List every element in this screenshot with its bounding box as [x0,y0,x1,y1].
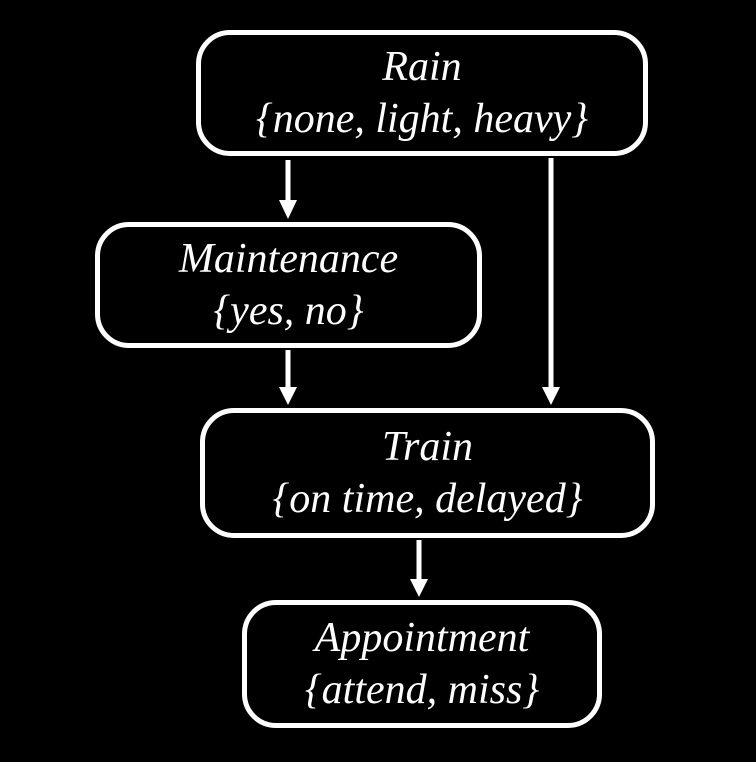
node-rain-label: Rain [382,43,462,90]
node-maintenance-label: Maintenance [178,235,399,282]
node-rain: Rain {none, light, heavy} [196,30,648,156]
node-maintenance-values: {yes, no} [213,288,364,334]
edge-maintenance-to-train-arrow [279,350,297,405]
edge-train-to-appointment-arrow [410,540,428,597]
node-train-values: {on time, delayed} [272,476,583,522]
node-appointment-label: Appointment [314,614,530,661]
node-rain-values: {none, light, heavy} [255,96,589,142]
node-appointment-values: {attend, miss} [304,667,540,713]
node-appointment: Appointment {attend, miss} [242,600,602,728]
edge-rain-to-maintenance-arrow [279,160,297,219]
node-maintenance: Maintenance {yes, no} [95,222,482,348]
edge-rain-to-train-arrow [542,158,560,405]
node-train: Train {on time, delayed} [200,408,655,538]
node-train-label: Train [381,423,474,470]
